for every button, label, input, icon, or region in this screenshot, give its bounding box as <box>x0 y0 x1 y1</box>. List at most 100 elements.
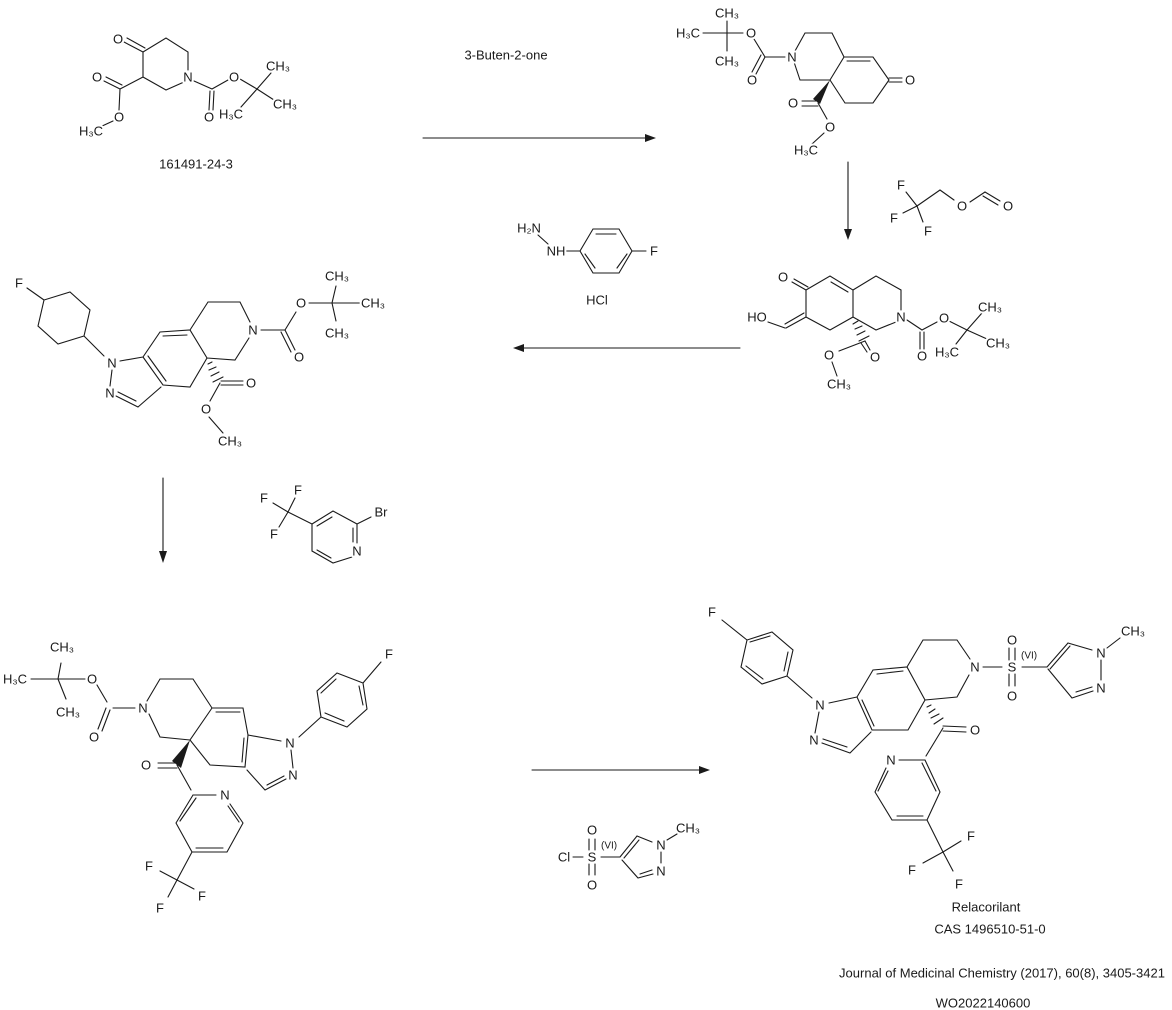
atom-ch3: CH₃ <box>218 434 242 449</box>
atom-o: O <box>939 311 949 326</box>
atom-n: N <box>1096 646 1105 661</box>
double-bonds <box>97 678 364 849</box>
atom-o: O <box>294 350 304 365</box>
structure-start-material: O O O H₃C N O O CH₃ CH₃ H₃C 161491-24-3 <box>77 30 299 174</box>
atom-o: O <box>788 96 798 111</box>
atom-n: N <box>886 753 895 768</box>
hash-bond <box>852 320 870 342</box>
arrow-step4 <box>159 477 167 563</box>
reagent-trifluoroethyl-formate: F F F O O <box>888 176 1015 241</box>
atom-o: O <box>824 348 834 363</box>
bonds <box>26 285 361 434</box>
bonds <box>767 275 988 377</box>
atom-o: O <box>747 73 757 88</box>
reference-patent: WO2022140600 <box>936 996 1031 1010</box>
atom-ch3: CH₃ <box>986 336 1010 351</box>
reference-journal: Journal of Medicinal Chemistry (2017), 6… <box>839 966 1165 981</box>
hash-bond <box>926 704 944 725</box>
structure-intermediate-4: CH₃ H₃C CH₃ O O N N N F O N F F F <box>1 638 395 918</box>
atom-f: F <box>650 244 658 259</box>
atom-f: F <box>294 483 302 498</box>
oxidation-state-label: (VI) <box>601 841 617 852</box>
bonds <box>537 228 647 274</box>
atom-h3c: H₃C <box>676 26 700 41</box>
atom-o: O <box>246 376 256 391</box>
structure-intermediate-3: F N N N O O CH₃ CH₃ CH₃ O O CH₃ <box>13 267 387 451</box>
double-bonds <box>117 329 296 402</box>
bonds <box>721 619 1121 872</box>
atom-n: N <box>105 386 114 401</box>
atom-o: O <box>1007 633 1017 648</box>
atom-ho: HO <box>747 310 767 325</box>
atom-ch3: CH₃ <box>676 821 700 836</box>
arrow-head <box>699 766 710 774</box>
atom-n: N <box>1096 681 1105 696</box>
bonds <box>30 661 382 898</box>
atom-ch3: CH₃ <box>715 6 739 21</box>
atom-f: F <box>708 605 716 620</box>
atom-f: F <box>156 901 164 916</box>
double-bonds <box>316 516 354 559</box>
atom-f: F <box>890 211 898 226</box>
atom-ch3: CH₃ <box>50 640 74 655</box>
atom-n: N <box>787 50 796 65</box>
atom-n: N <box>656 864 665 879</box>
atom-n: N <box>183 70 192 85</box>
reagent-bromo-trifluoromethylpyridine: F F F Br N <box>258 481 390 564</box>
atom-o: O <box>89 730 99 745</box>
wedge-bond <box>172 740 190 768</box>
reagent-fluorophenylhydrazine: H₂N NH F HCl <box>515 219 660 310</box>
atom-nh: NH <box>547 244 566 259</box>
atom-o: O <box>778 270 788 285</box>
atom-ch3: CH₃ <box>978 300 1002 315</box>
bonds <box>99 37 275 128</box>
step3-salt-label: HCl <box>586 293 608 308</box>
hash-bond <box>207 361 224 383</box>
atom-f: F <box>897 178 905 193</box>
atom-o: O <box>296 296 306 311</box>
atom-ch3: CH₃ <box>325 326 349 341</box>
atom-ch3: CH₃ <box>715 54 739 69</box>
structure-intermediate-2: O HO N O O CH₃ CH₃ H₃C O O CH₃ <box>745 268 1012 394</box>
atom-o: O <box>587 823 597 838</box>
atom-o: O <box>141 758 151 773</box>
atom-f: F <box>198 889 206 904</box>
wedge-bond <box>813 80 830 104</box>
atom-o: O <box>917 349 927 364</box>
atom-h3c: H₃C <box>79 124 103 139</box>
arrow-step1: 3-Buten-2-one <box>422 46 656 142</box>
atom-h3c: H₃C <box>3 672 27 687</box>
double-bonds <box>745 635 1093 817</box>
atom-n: N <box>896 310 905 325</box>
double-bonds <box>982 191 1001 206</box>
arrow-step2 <box>844 161 852 240</box>
arrow-head <box>645 134 656 142</box>
atom-o: O <box>957 199 967 214</box>
atom-f: F <box>908 863 916 878</box>
double-bonds <box>784 278 925 353</box>
atom-h3c: H₃C <box>794 143 818 158</box>
atom-s: S <box>588 850 597 865</box>
product-cas: CAS 1496510-51-0 <box>934 922 1045 937</box>
atom-o: O <box>746 26 756 41</box>
atom-h3c: H₃C <box>219 107 243 122</box>
atom-f: F <box>15 276 23 291</box>
atom-n: N <box>220 788 229 803</box>
atom-o: O <box>204 110 214 125</box>
arrow-head <box>159 551 167 563</box>
atom-o: O <box>905 73 915 88</box>
atom-n: N <box>285 736 294 751</box>
step1-reagent-label: 3-Buten-2-one <box>464 48 547 63</box>
arrow-step5 <box>531 766 710 774</box>
structure-product-relacorilant: F N N N S (VI) O O N N CH₃ O N F F F Rel… <box>706 603 1147 939</box>
atom-n: N <box>248 323 257 338</box>
references: Journal of Medicinal Chemistry (2017), 6… <box>837 964 1167 1010</box>
bonds <box>702 20 890 145</box>
atom-f: F <box>924 224 932 239</box>
atom-ch3: CH₃ <box>56 705 80 720</box>
atom-ch3: CH₃ <box>266 59 290 74</box>
atom-n: N <box>656 838 665 853</box>
reagent-methylpyrazole-sulfonyl-chloride: Cl S (VI) O O N N CH₃ <box>556 819 702 895</box>
atom-n: N <box>352 544 361 559</box>
